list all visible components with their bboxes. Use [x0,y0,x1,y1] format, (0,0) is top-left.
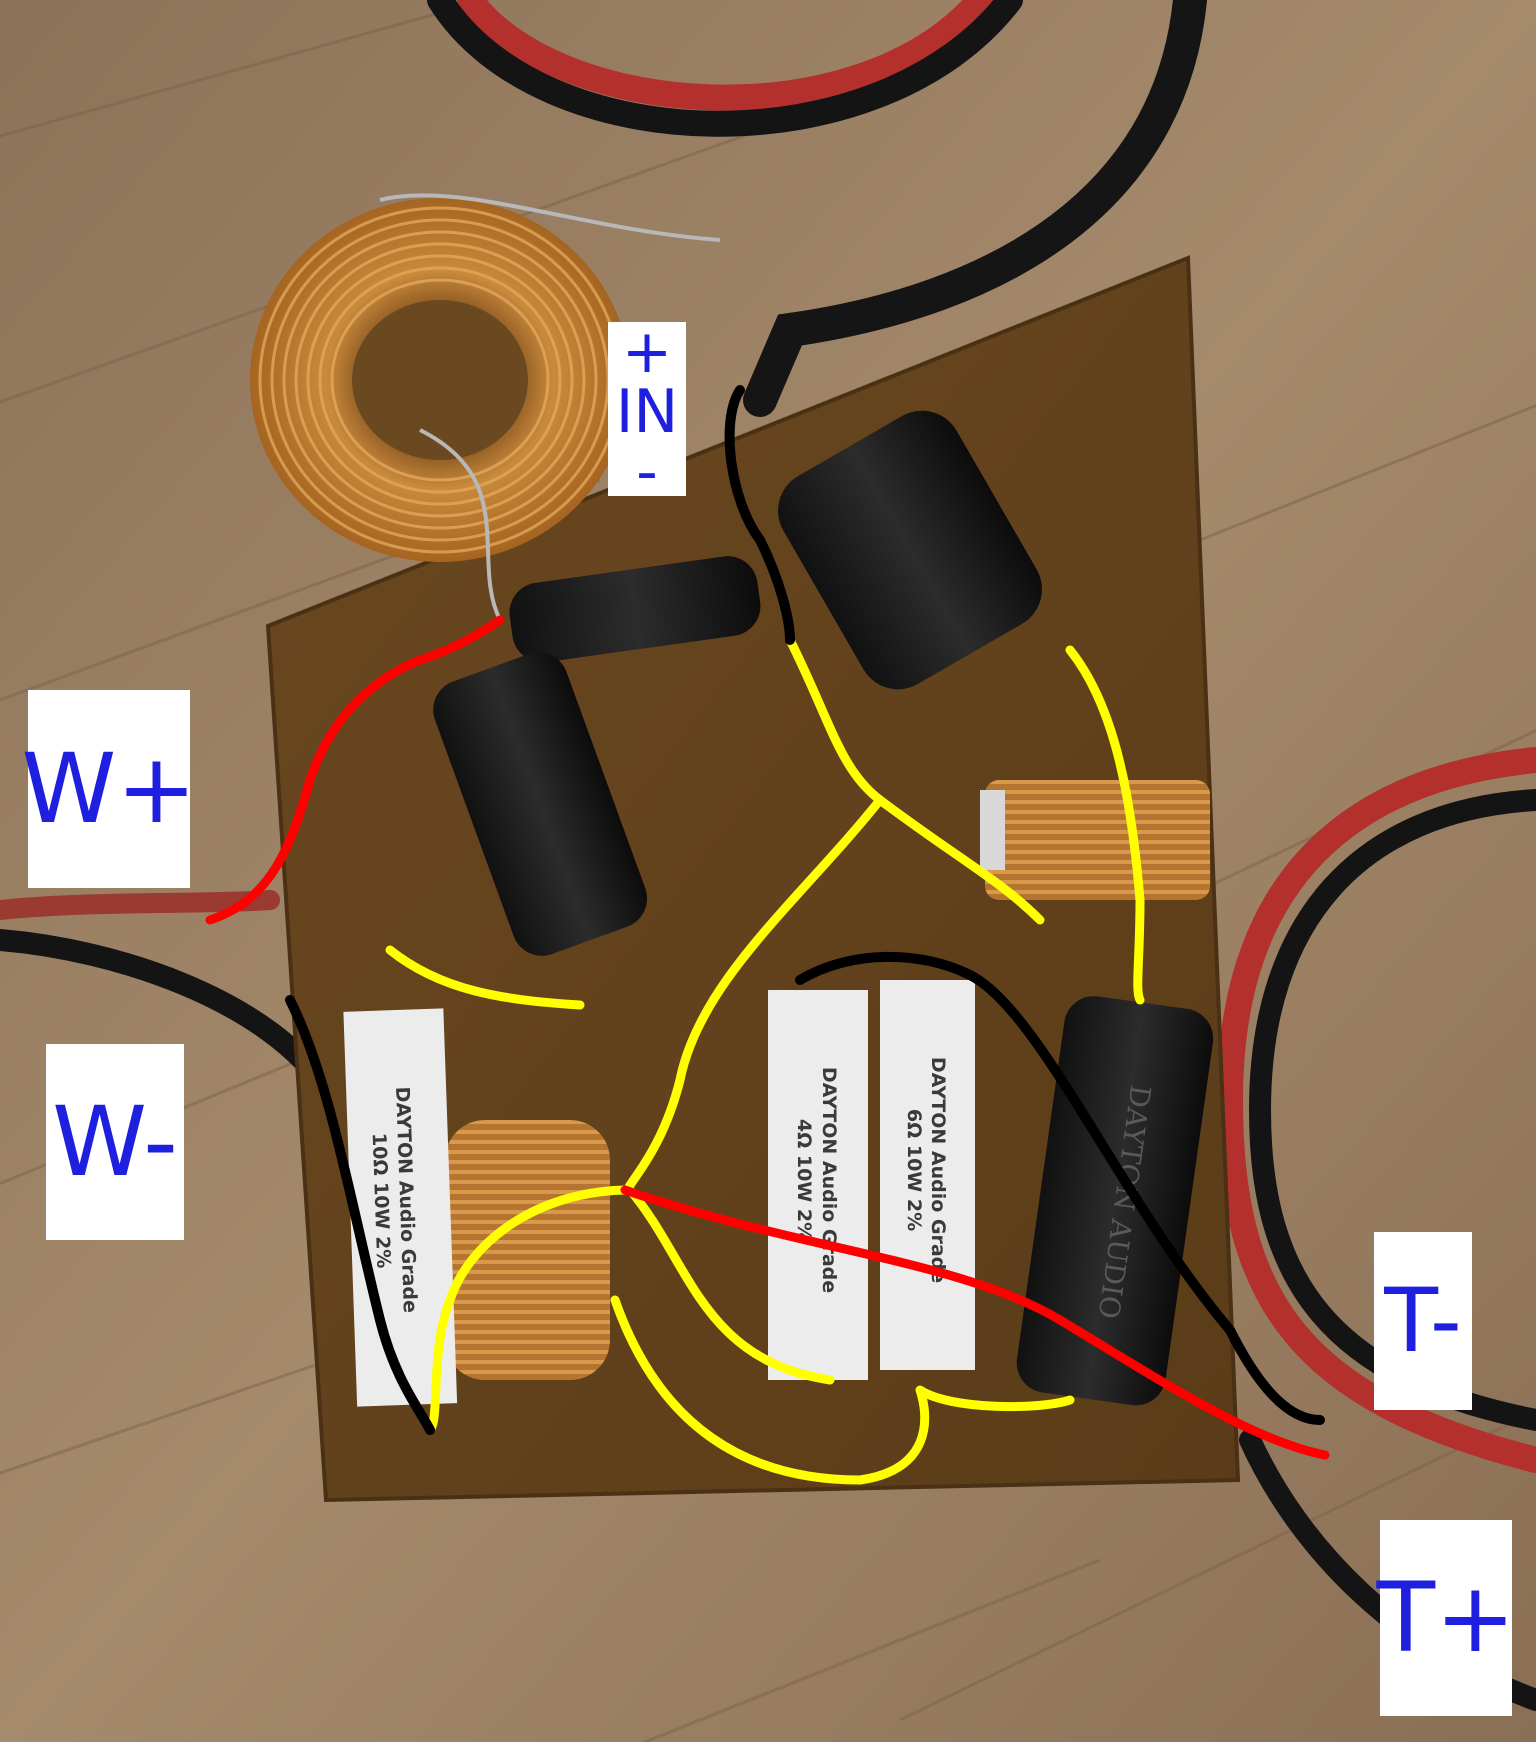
small-inductor-right [980,780,1210,900]
resistor-6-ohm: DAYTON Audio Grade 6Ω 10W 2% [880,980,975,1370]
woofer-minus-text: W- [52,1086,178,1198]
woofer-plus-text: W+ [21,733,197,845]
resistor-4-ohm: DAYTON Audio Grade 4Ω 10W 2% [768,990,868,1380]
input-minus-sign: - [636,437,658,507]
resistor-3-rating: 6Ω 10W 2% [903,1109,925,1231]
yellow-junction-wire [385,635,1145,1485]
tweeter-minus-text: T- [1384,1269,1462,1372]
woofer-minus-label: W- [46,1044,184,1240]
resistor-2-rating: 4Ω 10W 2% [793,1119,815,1241]
annotation-wires [205,385,1330,1485]
tweeter-plus-text: T+ [1376,1562,1516,1674]
resistor-2-brand: DAYTON Audio Grade [818,1067,840,1293]
dayton-film-capacitor: DAYTON AUDIO [1016,996,1214,1406]
black-film-capacitor-top [778,410,1042,690]
small-inductor-left [445,1120,610,1380]
small-black-capacitor [509,556,761,663]
tall-black-capacitor [433,652,648,956]
resistor-1-rating: 10Ω 10W 2% [368,1133,395,1269]
tweeter-minus-label: T- [1374,1232,1472,1410]
input-terminal-label: + IN - [608,317,686,502]
resistor-3-brand: DAYTON Audio Grade [927,1057,949,1283]
woofer-plus-label: W+ [21,690,197,888]
input-plus-sign: + [621,317,673,387]
input-label-text: IN [615,377,679,447]
red-positive-wire [205,615,1330,1460]
tweeter-plus-label: T+ [1376,1520,1516,1716]
black-negative-wire [285,385,1325,1435]
